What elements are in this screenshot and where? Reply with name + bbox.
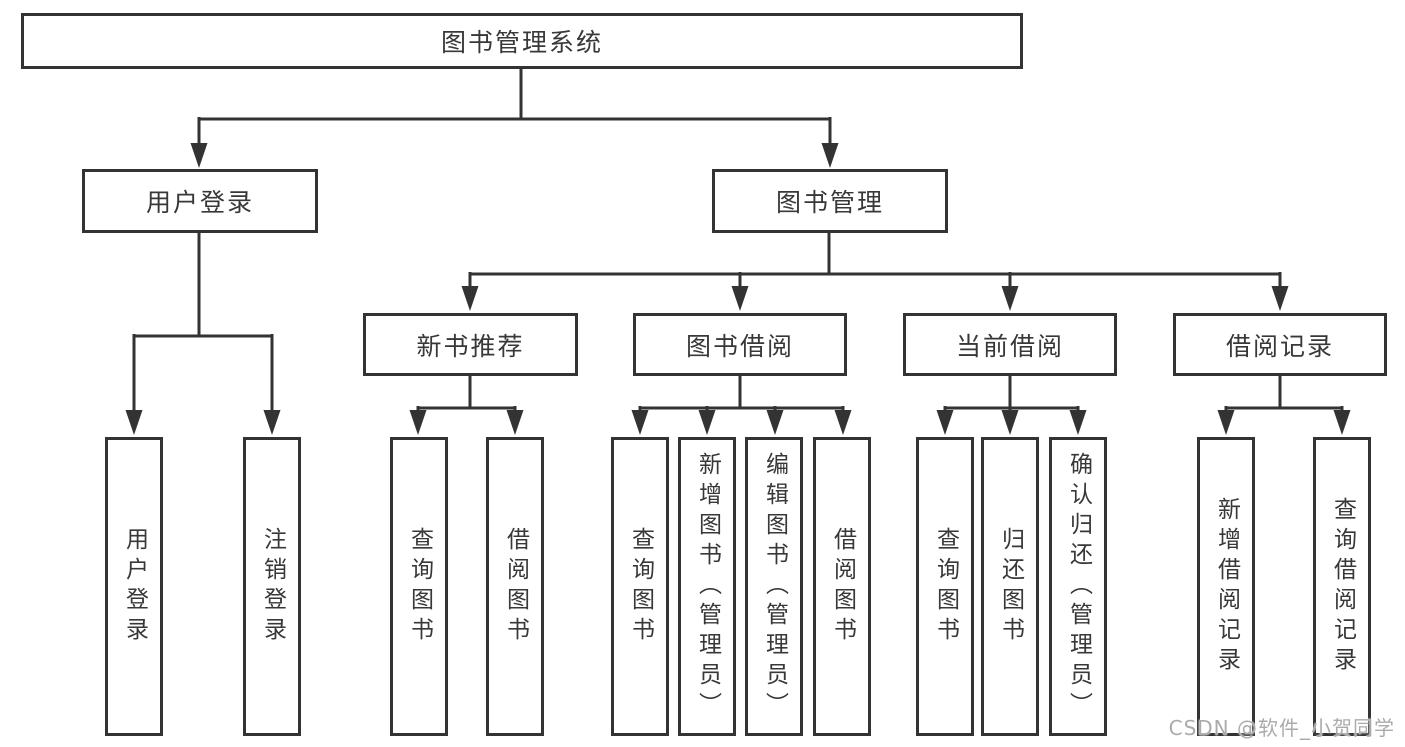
leaf-confirm-return-admin: 确认归还（管理员）	[1049, 437, 1107, 736]
arrowhead-icon	[1001, 286, 1019, 311]
node-book-management: 图书管理	[712, 169, 948, 233]
leaf-query-book-borrowing: 查询图书	[611, 437, 669, 736]
leaf-label: 查询图书	[406, 526, 433, 647]
arrowhead-icon	[936, 410, 954, 435]
csdn-watermark: CSDN @软件_小贺同学	[1168, 716, 1395, 740]
node-current-borrowing: 当前借阅	[903, 313, 1117, 376]
leaf-user-login: 用户登录	[105, 437, 163, 736]
arrowhead-icon	[461, 286, 479, 311]
leaf-add-borrow-record: 新增借阅记录	[1197, 437, 1255, 736]
leaf-label: 用户登录	[121, 526, 148, 647]
arrowhead-icon	[506, 410, 524, 435]
arrowhead-icon	[263, 410, 281, 435]
arrowhead-icon	[631, 410, 649, 435]
leaf-logout: 注销登录	[243, 437, 301, 736]
leaf-label: 注销登录	[259, 526, 286, 647]
arrowhead-icon	[834, 410, 852, 435]
leaf-query-book-current: 查询图书	[916, 437, 974, 736]
arrowhead-icon	[766, 410, 784, 435]
arrowhead-icon	[1069, 410, 1087, 435]
arrowhead-icon	[125, 410, 143, 435]
leaf-label: 新增借阅记录	[1213, 496, 1240, 677]
arrowhead-icon	[1217, 410, 1235, 435]
node-label: 借阅记录	[1225, 331, 1334, 361]
leaf-label: 查询图书	[627, 526, 654, 647]
leaf-label: 确认归还（管理员）	[1065, 451, 1092, 722]
leaf-query-borrow-record: 查询借阅记录	[1313, 437, 1371, 736]
arrowhead-icon	[190, 143, 208, 168]
leaf-label: 查询图书	[932, 526, 959, 647]
leaf-label: 查询借阅记录	[1329, 496, 1356, 677]
node-new-book-recommend: 新书推荐	[363, 313, 578, 376]
leaf-label: 归还图书	[997, 526, 1024, 647]
node-label: 图书借阅	[685, 331, 794, 361]
node-label: 新书推荐	[416, 331, 525, 361]
leaf-borrow-book: 借阅图书	[813, 437, 871, 736]
node-book-borrowing: 图书借阅	[633, 313, 847, 376]
arrowhead-icon	[821, 143, 839, 168]
leaf-borrow-book-recommend: 借阅图书	[486, 437, 544, 736]
node-user-login: 用户登录	[82, 169, 318, 233]
arrowhead-icon	[1333, 410, 1351, 435]
node-label: 当前借阅	[955, 331, 1064, 361]
node-label: 图书管理	[775, 188, 884, 217]
leaf-edit-book-admin: 编辑图书（管理员）	[745, 437, 803, 736]
leaf-label: 借阅图书	[502, 526, 529, 647]
leaf-label: 借阅图书	[829, 526, 856, 647]
leaf-label: 编辑图书（管理员）	[761, 451, 788, 722]
leaf-label: 新增图书（管理员）	[694, 451, 721, 722]
leaf-add-book-admin: 新增图书（管理员）	[678, 437, 736, 736]
arrowhead-icon	[409, 410, 427, 435]
leaf-return-book: 归还图书	[981, 437, 1039, 736]
node-borrowing-records: 借阅记录	[1173, 313, 1387, 376]
arrowhead-icon	[731, 286, 749, 311]
arrowhead-icon	[1271, 286, 1289, 311]
node-label: 用户登录	[145, 188, 254, 217]
node-library-management-system: 图书管理系统	[21, 13, 1023, 69]
node-label: 图书管理系统	[440, 28, 603, 57]
arrowhead-icon	[1001, 410, 1019, 435]
leaf-query-book-recommend: 查询图书	[390, 437, 448, 736]
arrowhead-icon	[698, 410, 716, 435]
